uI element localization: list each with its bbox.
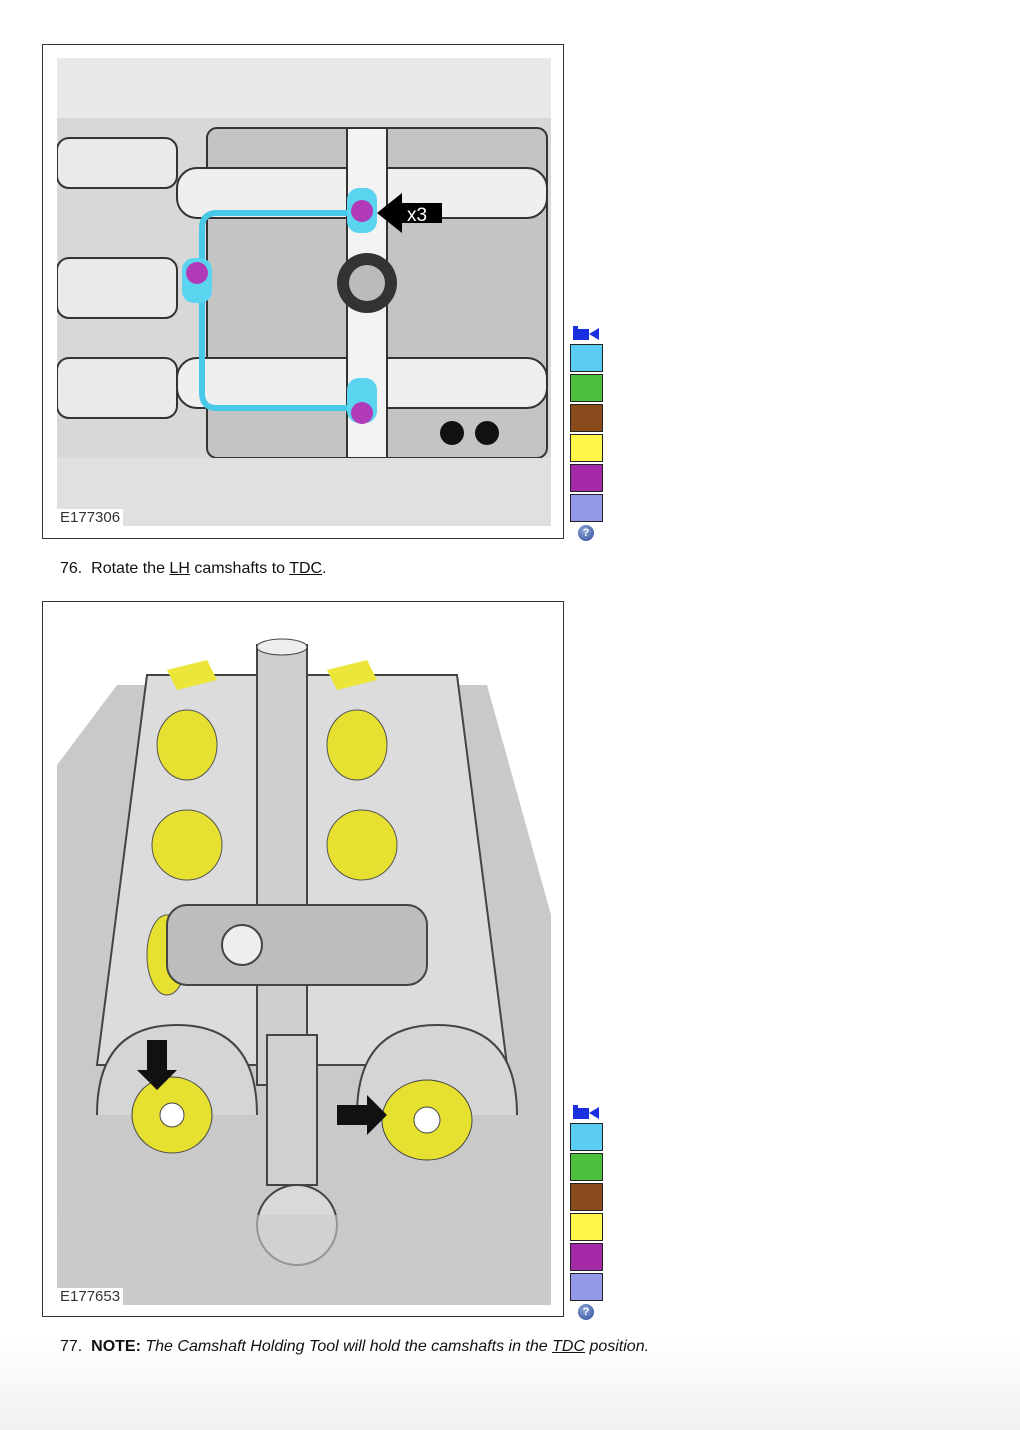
camera-icon[interactable] <box>572 326 600 342</box>
step-text: . <box>322 560 327 577</box>
note-label: NOTE: <box>91 1338 141 1355</box>
help-icon[interactable]: ? <box>578 525 594 541</box>
color-palette-1: ? <box>570 326 604 541</box>
figure-id: E177653 <box>57 1288 124 1305</box>
step-number: 77. <box>60 1338 83 1355</box>
lh-link[interactable]: LH <box>169 560 190 577</box>
note-text: position. <box>589 1338 650 1355</box>
color-swatch-cyan[interactable] <box>570 1123 603 1151</box>
tdc-link[interactable]: TDC <box>289 560 323 577</box>
figure-2: E177653 <box>42 601 564 1317</box>
color-swatch-yellow[interactable] <box>570 1213 603 1241</box>
callout-x3: x3 <box>407 205 427 226</box>
engine-illustration-1: x3 <box>57 58 551 526</box>
figure-id: E177306 <box>57 509 124 526</box>
figure-1: x3 E177306 <box>42 44 564 539</box>
color-swatch-green[interactable] <box>570 1153 603 1181</box>
color-swatch-yellow[interactable] <box>570 434 603 462</box>
color-swatch-green[interactable] <box>570 374 603 402</box>
color-swatch-purple[interactable] <box>570 464 603 492</box>
step-number: 76. <box>60 560 83 577</box>
color-swatch-cyan[interactable] <box>570 344 603 372</box>
color-swatch-lavender[interactable] <box>570 1273 603 1301</box>
tdc-link[interactable]: TDC <box>552 1338 585 1355</box>
color-swatch-lavender[interactable] <box>570 494 603 522</box>
color-palette-2: ? <box>570 1105 604 1320</box>
color-swatch-brown[interactable] <box>570 1183 603 1211</box>
help-icon[interactable]: ? <box>578 1304 594 1320</box>
color-swatch-brown[interactable] <box>570 404 603 432</box>
engine-illustration-2 <box>57 615 551 1305</box>
step-text: camshafts to <box>194 560 286 577</box>
color-swatch-purple[interactable] <box>570 1243 603 1271</box>
camera-icon[interactable] <box>572 1105 600 1121</box>
step-76: 76. Rotate the LH camshafts to TDC. <box>60 560 327 578</box>
step-text: Rotate the <box>91 560 165 577</box>
note-text: The Camshaft Holding Tool will hold the … <box>145 1338 548 1355</box>
step-77: 77. NOTE: The Camshaft Holding Tool will… <box>60 1338 649 1356</box>
